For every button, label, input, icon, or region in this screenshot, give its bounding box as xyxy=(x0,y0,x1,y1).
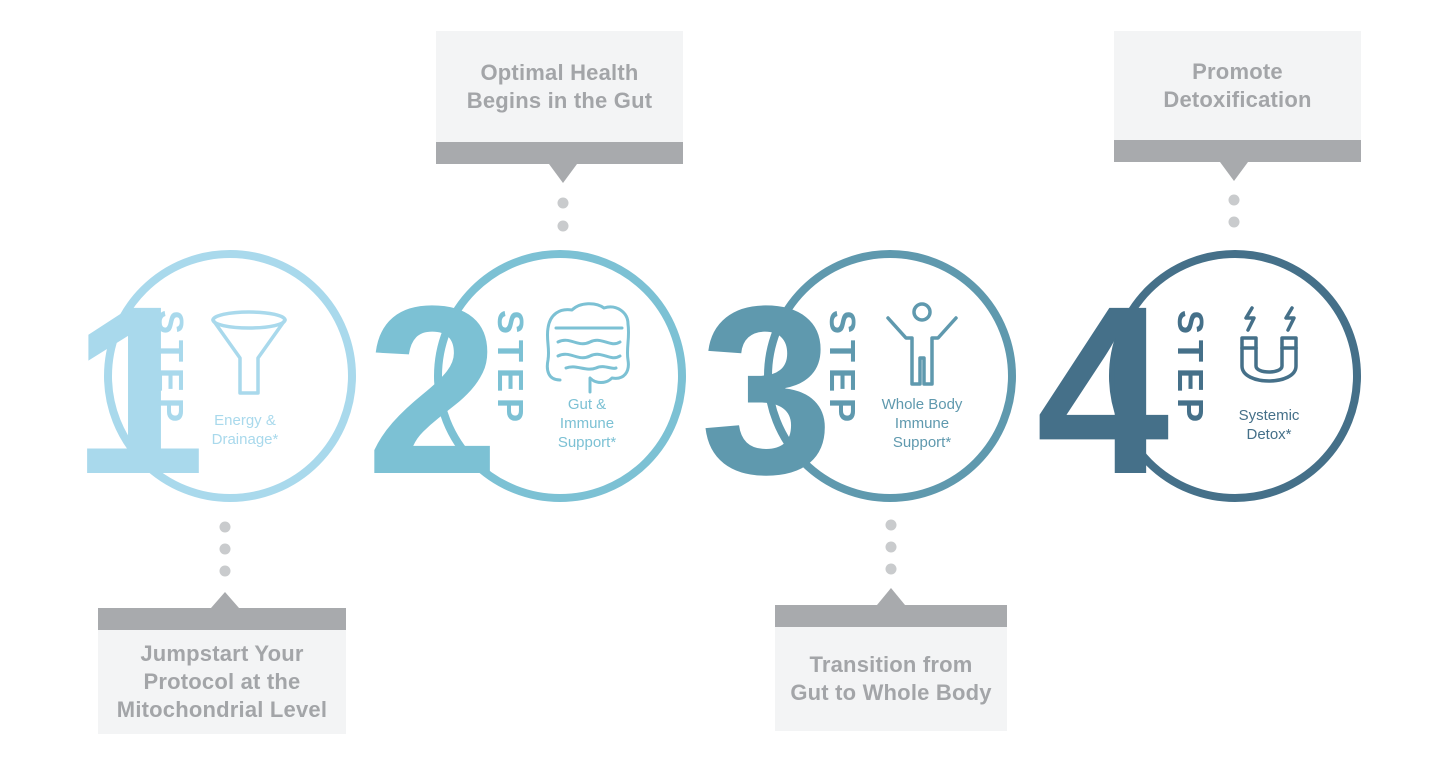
step-1-number: 1 xyxy=(72,256,206,524)
callout-bar-step-2 xyxy=(436,142,683,164)
step-2-word: STEP xyxy=(490,310,531,429)
connector-dots-step-1 xyxy=(219,521,231,577)
step-4-word: STEP xyxy=(1170,310,1211,429)
step-1-ring xyxy=(104,250,356,502)
step-1-label: Energy & Drainage* xyxy=(211,412,279,448)
callout-pointer-step-4 xyxy=(1220,162,1248,181)
callout-step-1: Jumpstart Your Protocol at the Mitochond… xyxy=(98,630,346,734)
callout-step-2: Optimal Health Begins in the Gut xyxy=(436,31,683,142)
person-icon xyxy=(886,302,958,386)
step-2-number: 2 xyxy=(366,256,500,524)
callout-step-4: Promote Detoxification xyxy=(1114,31,1361,140)
callout-pointer-step-2 xyxy=(549,164,577,183)
callout-step-2-text: Optimal Health Begins in the Gut xyxy=(466,59,653,113)
callout-bar-step-3 xyxy=(775,605,1007,627)
funnel-icon xyxy=(211,310,287,395)
step-3-word: STEP xyxy=(822,310,863,429)
callout-pointer-step-3 xyxy=(877,588,905,605)
callout-bar-step-4 xyxy=(1114,140,1361,162)
callout-step-4-text: Promote Detoxification xyxy=(1163,58,1312,112)
callout-pointer-step-1 xyxy=(211,592,239,608)
step-4-number: 4 xyxy=(1036,256,1170,524)
connector-dots-step-4 xyxy=(1228,194,1240,228)
magnet-icon xyxy=(1240,306,1298,383)
connector-dots-step-3 xyxy=(885,519,897,575)
callout-step-1-text: Jumpstart Your Protocol at the Mitochond… xyxy=(116,641,328,722)
step-4-label: Systemic Detox* xyxy=(1238,407,1300,443)
step-2-label: Gut & Immune Support* xyxy=(557,396,617,451)
connector-dots-step-2 xyxy=(557,197,569,232)
intestine-icon xyxy=(545,302,631,394)
callout-bar-step-1 xyxy=(98,608,346,630)
step-3-number: 3 xyxy=(700,256,834,524)
step-3-ring xyxy=(764,250,1016,502)
step-4-ring xyxy=(1109,250,1361,502)
callout-step-3: Transition from Gut to Whole Body xyxy=(775,627,1007,731)
step-2-ring xyxy=(434,250,686,502)
step-1-word: STEP xyxy=(150,310,191,429)
step-3-label: Whole Body Immune Support* xyxy=(881,396,963,451)
callout-step-3-text: Transition from Gut to Whole Body xyxy=(790,652,992,705)
